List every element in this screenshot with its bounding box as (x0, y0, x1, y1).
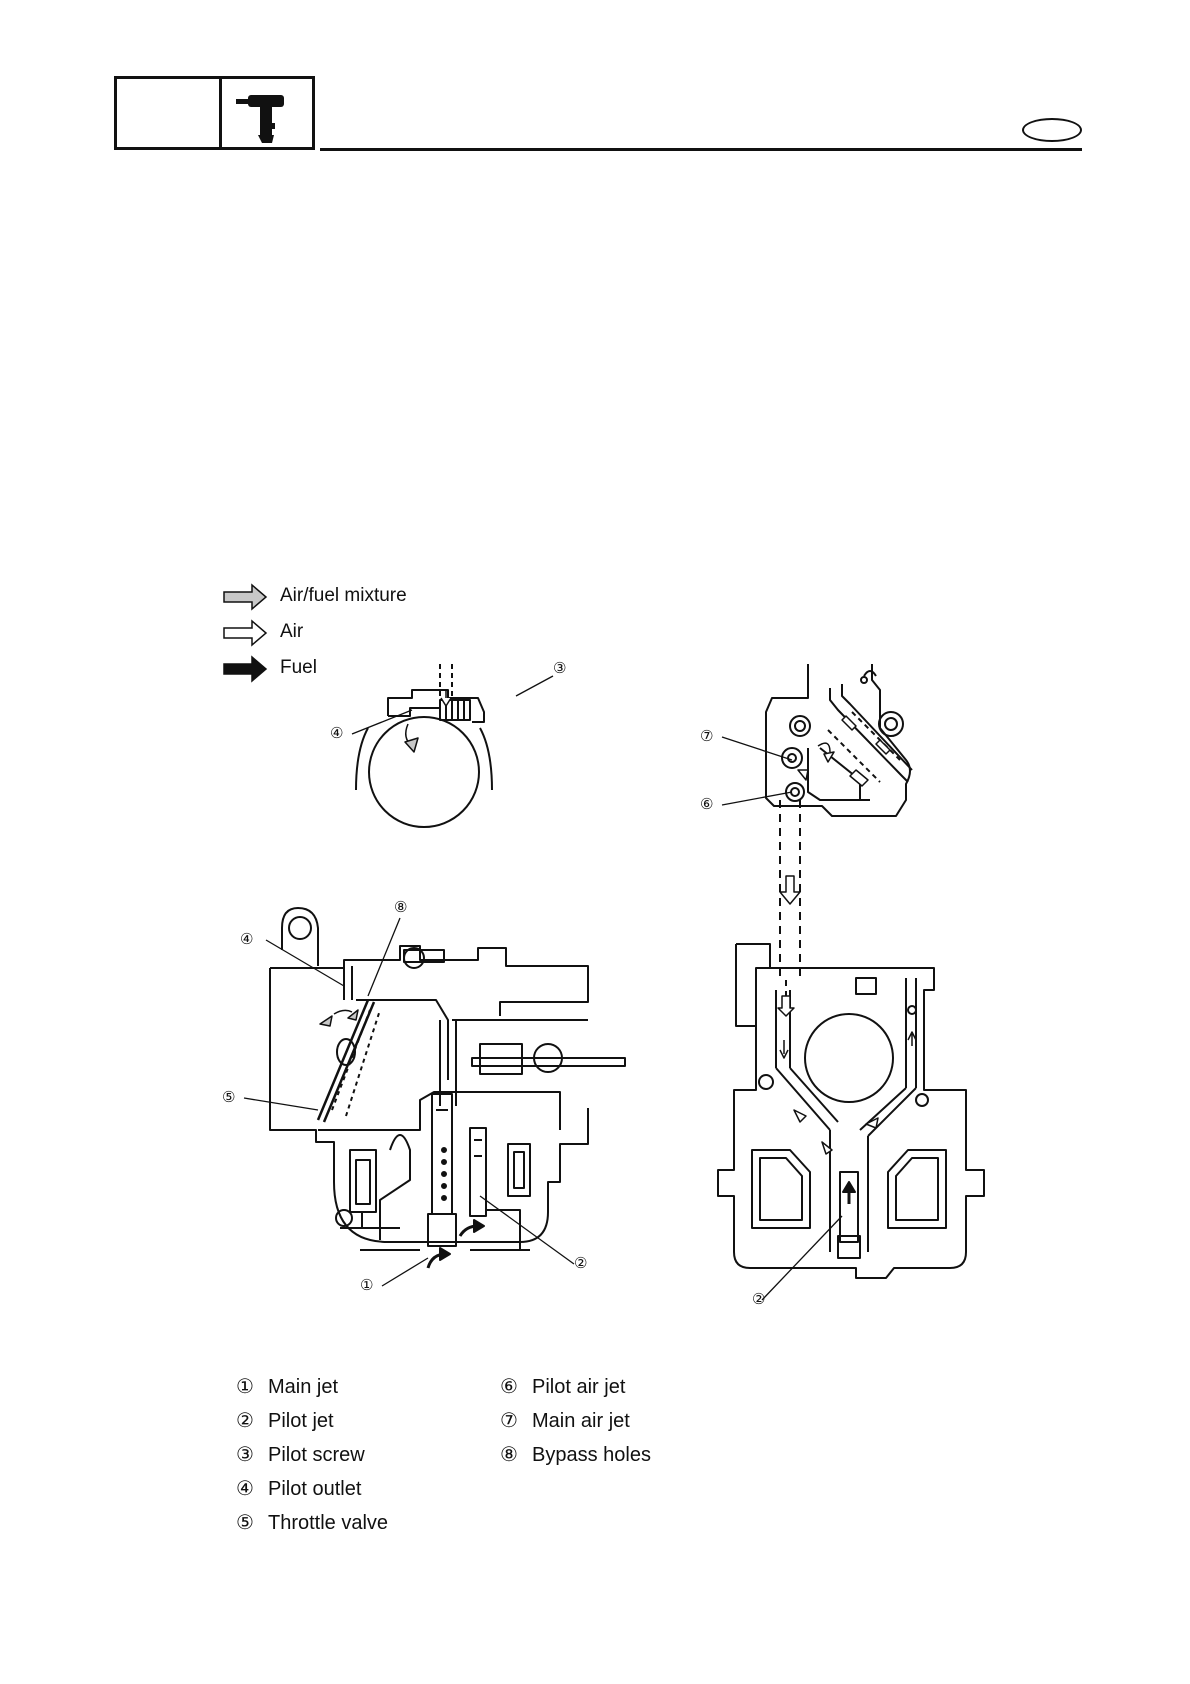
front-section (718, 944, 984, 1278)
header-section-box (114, 76, 222, 150)
side-section (270, 908, 625, 1268)
callout-8: ⑧ (394, 898, 407, 916)
callout-1: ① (360, 1276, 373, 1294)
legend-label-air: Air (280, 621, 303, 643)
callout-2-right: ② (752, 1290, 765, 1308)
gray-arrow-icon (224, 585, 266, 609)
hollow-arrow-icon (224, 621, 266, 645)
header-rule (320, 148, 1082, 151)
header-icon-box (222, 76, 315, 150)
leader-lines (244, 676, 842, 1300)
header-language-oval (1022, 118, 1082, 142)
callout-4-top: ④ (330, 724, 343, 742)
legend-label-mixture: Air/fuel mixture (280, 585, 407, 607)
pilot-screw-section (356, 664, 492, 827)
legend-label-fuel: Fuel (280, 657, 317, 679)
air-jet-section (766, 664, 912, 816)
callout-3: ③ (553, 659, 566, 677)
black-arrow-icon (224, 657, 266, 681)
outboard-motor-icon (222, 79, 315, 153)
callout-5: ⑤ (222, 1088, 235, 1106)
callout-4-bottom: ④ (240, 930, 253, 948)
callout-7: ⑦ (700, 727, 713, 745)
callout-6: ⑥ (700, 795, 713, 813)
callout-2-left: ② (574, 1254, 587, 1272)
